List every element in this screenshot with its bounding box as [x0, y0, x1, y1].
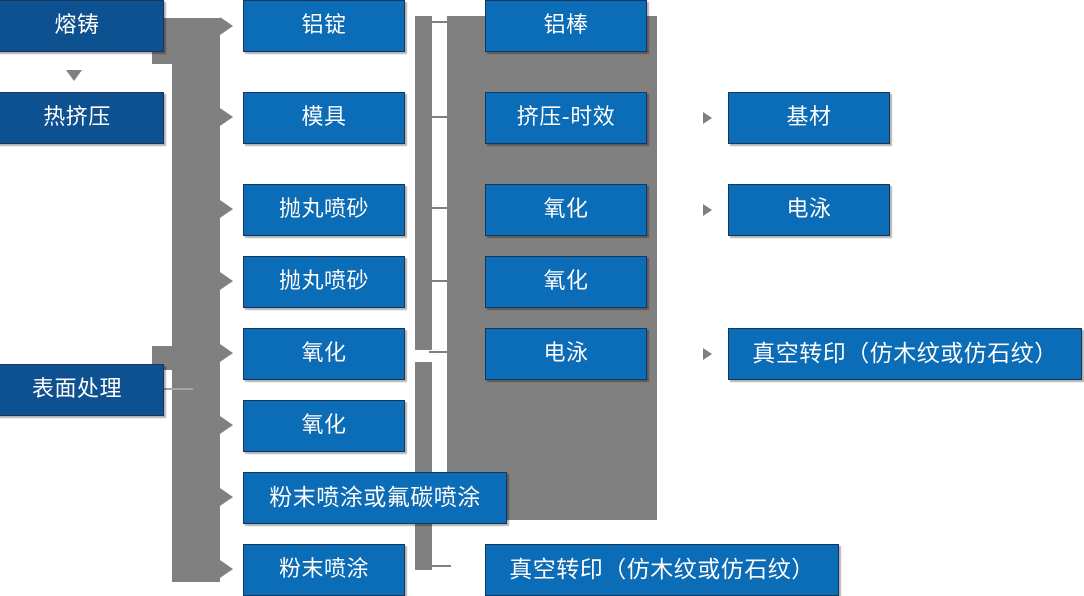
process-box-oxidation-1[interactable]: 氧化	[243, 328, 405, 380]
output-box-vacuum-print[interactable]: 真空转印（仿木纹或仿石纹）	[728, 328, 1082, 380]
connector-rail-lower	[415, 362, 432, 570]
treatment-label-extrude-aging: 挤压-时效	[516, 105, 616, 130]
process-label-shot-blasting-2: 抛丸喷砂	[278, 269, 369, 294]
connector-line-surface	[163, 388, 193, 390]
treatment-box-extrude-aging[interactable]: 挤压-时效	[485, 92, 647, 144]
arrow-to-electrophoresis	[703, 204, 712, 216]
process-label-oxidation-2: 氧化	[301, 413, 347, 438]
output-label-vacuum-print: 真空转印（仿木纹或仿石纹）	[752, 340, 1058, 367]
process-label-shot-blasting-1: 抛丸喷砂	[278, 197, 369, 222]
output-label-substrate: 基材	[786, 105, 832, 130]
treatment-box-aluminum-bar[interactable]: 铝棒	[485, 0, 647, 52]
stage-label-hot-extrude: 热挤压	[43, 105, 111, 130]
process-label-powder-coating: 粉末喷涂	[278, 557, 369, 582]
process-box-mold[interactable]: 模具	[243, 92, 405, 144]
connector-arrow-down-hotextrude	[66, 70, 82, 81]
arrow-to-substrate	[703, 112, 712, 124]
treatment-box-vacuum-print[interactable]: 真空转印（仿木纹或仿石纹）	[485, 544, 839, 596]
stage-label-surface-treatment: 表面处理	[31, 377, 122, 402]
process-box-shot-blasting-2[interactable]: 抛丸喷砂	[243, 256, 405, 308]
treatment-label-oxidation-2: 氧化	[543, 269, 589, 294]
arrow-to-powder-coating	[220, 560, 233, 578]
stage-label-melt-cast: 熔铸	[54, 13, 100, 38]
arrow-to-shot-blasting-1	[220, 200, 233, 218]
tick-connector-3	[429, 207, 451, 209]
process-label-oxidation-1: 氧化	[301, 341, 347, 366]
process-box-powder-or-pvdf[interactable]: 粉末喷涂或氟碳喷涂	[243, 472, 507, 524]
arrow-to-mold	[220, 108, 233, 126]
stage-box-surface-treatment[interactable]: 表面处理	[0, 364, 164, 416]
arrow-to-oxidation-2	[220, 416, 233, 434]
process-box-oxidation-2[interactable]: 氧化	[243, 400, 405, 452]
arrow-to-aluminum-ingot	[220, 17, 233, 35]
treatment-label-vacuum-print: 真空转印（仿木纹或仿石纹）	[509, 556, 815, 583]
stage-box-hot-extrude[interactable]: 热挤压	[0, 92, 164, 144]
process-label-mold: 模具	[301, 105, 347, 130]
tick-connector-5	[429, 351, 451, 353]
connector-rail-upper	[415, 16, 432, 350]
output-label-electrophoresis: 电泳	[786, 197, 832, 222]
output-box-substrate[interactable]: 基材	[728, 92, 890, 144]
treatment-box-electrophoresis[interactable]: 电泳	[485, 328, 647, 380]
process-label-powder-or-pvdf: 粉末喷涂或氟碳喷涂	[269, 484, 481, 511]
arrow-to-powder-or-pvdf	[220, 488, 233, 506]
arrow-to-vacuum-print	[703, 348, 712, 360]
treatment-label-aluminum-bar: 铝棒	[543, 13, 589, 38]
arrow-to-oxidation-1	[220, 344, 233, 362]
process-box-powder-coating[interactable]: 粉末喷涂	[243, 544, 405, 596]
treatment-label-oxidation-1: 氧化	[543, 197, 589, 222]
treatment-box-oxidation-2[interactable]: 氧化	[485, 256, 647, 308]
connector-trunk-stage	[172, 18, 220, 582]
stage-box-melt-cast[interactable]: 熔铸	[0, 0, 164, 52]
tick-connector-2	[429, 116, 451, 118]
treatment-label-electrophoresis: 电泳	[543, 341, 589, 366]
process-label-aluminum-ingot: 铝锭	[301, 13, 347, 38]
process-box-shot-blasting-1[interactable]: 抛丸喷砂	[243, 184, 405, 236]
tick-connector-4	[429, 280, 451, 282]
arrow-to-shot-blasting-2	[220, 272, 233, 290]
process-box-aluminum-ingot[interactable]: 铝锭	[243, 0, 405, 52]
output-box-electrophoresis[interactable]: 电泳	[728, 184, 890, 236]
tick-connector-1	[429, 21, 451, 23]
treatment-box-oxidation-1[interactable]: 氧化	[485, 184, 647, 236]
tick-connector-6	[429, 565, 451, 567]
